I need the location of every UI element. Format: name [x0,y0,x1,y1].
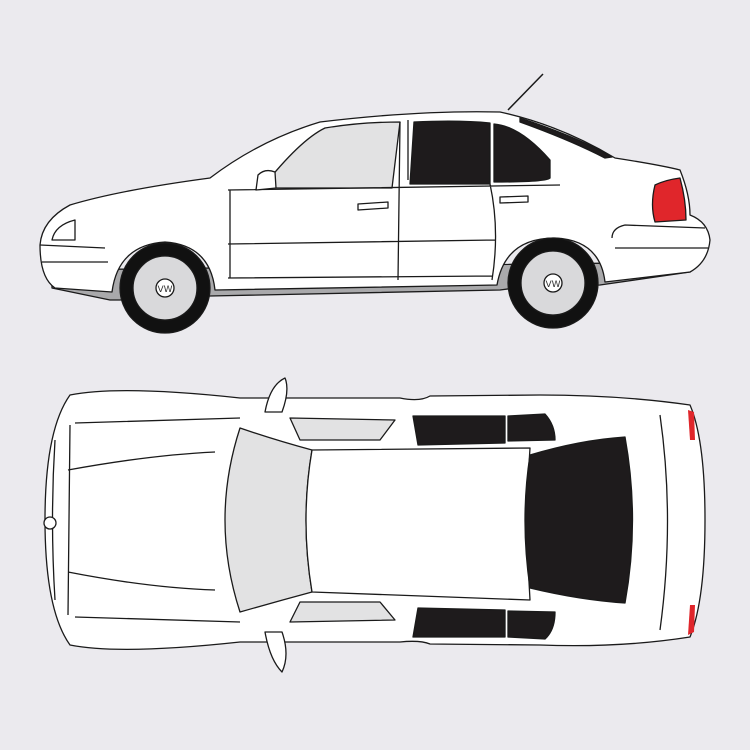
rear-door-window [409,120,491,185]
roof [305,447,531,601]
taillight-left [688,410,695,440]
mirror-left [264,377,288,413]
door-handle-front [357,201,389,211]
door-lines [227,120,561,281]
rear-wheel: VW [507,237,599,329]
front-wheel: VW [119,242,211,334]
mirror-right [264,631,287,673]
wheel-logo: VW [545,280,560,290]
front-emblem [43,516,57,530]
bumper-line-front [39,244,108,263]
side-mirror [255,169,277,191]
trunk-line [659,414,669,631]
antenna [507,73,544,111]
bumper-line-rear [611,224,708,249]
rear-window [524,436,634,604]
side-view: VW VW [39,73,711,334]
top-view [43,377,706,673]
top-front-window-left [289,417,396,441]
windshield [224,427,313,613]
taillight [651,177,687,223]
top-quarter-window-right [507,610,556,640]
rear-quarter-window [493,123,551,183]
door-handle-rear [499,195,529,204]
top-rear-window-right [412,607,506,638]
front-side-window [261,121,401,189]
top-quarter-window-left [507,413,556,442]
top-rear-window-left [412,415,506,446]
top-front-window-right [289,601,396,623]
headlight [51,219,76,241]
wheel-logo: VW [157,285,172,295]
rear-window-strip [519,117,613,159]
taillight-right [688,605,695,635]
